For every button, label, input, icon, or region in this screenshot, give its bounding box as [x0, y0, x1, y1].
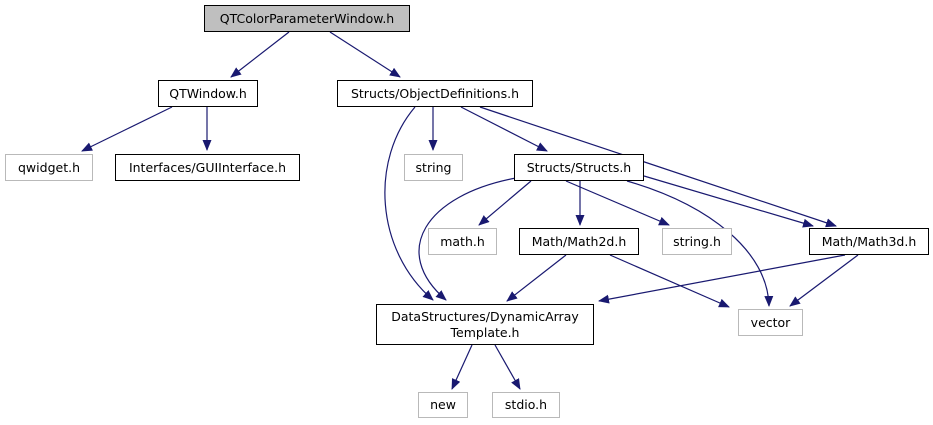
node-vector: vector — [738, 309, 803, 336]
node-new: new — [418, 392, 468, 418]
edge-dynamicarray-to-new — [451, 344, 473, 390]
node-stringh: string.h — [662, 228, 732, 255]
node-structs[interactable]: Structs/Structs.h — [514, 154, 644, 181]
edge-objectdefinitions-to-dynamicarray — [384, 106, 434, 301]
node-string: string — [404, 154, 463, 181]
node-stdioh: stdio.h — [492, 392, 560, 418]
node-dynamicarray[interactable]: DataStructures/DynamicArray Template.h — [376, 304, 594, 345]
edge-qtwindow-to-qwidget — [81, 106, 173, 152]
edge-qtcolorparameterwindow-to-qtwindow — [230, 31, 290, 78]
node-guiinterface[interactable]: Interfaces/GUIInterface.h — [115, 154, 300, 181]
node-math: math.h — [428, 228, 497, 255]
edge-math2d-to-vector — [609, 254, 730, 308]
edge-structs-to-stringh — [565, 180, 670, 226]
node-qwidget: qwidget.h — [5, 154, 93, 181]
edge-math3d-to-dynamicarray — [598, 254, 846, 304]
node-math2d[interactable]: Math/Math2d.h — [519, 228, 639, 255]
node-qtwindow[interactable]: QTWindow.h — [158, 80, 258, 107]
edge-structs-to-dynamicarray — [418, 177, 517, 301]
edge-objectdefinitions-to-math3d — [479, 106, 837, 228]
edge-dynamicarray-to-stdioh — [494, 344, 521, 390]
edge-math3d-to-vector — [789, 254, 859, 307]
edge-math2d-to-dynamicarray — [506, 254, 567, 302]
node-qtcolorparameterwindow: QTColorParameterWindow.h — [204, 5, 410, 32]
node-objectdefinitions[interactable]: Structs/ObjectDefinitions.h — [337, 80, 533, 107]
node-math3d[interactable]: Math/Math3d.h — [809, 228, 929, 255]
edge-structs-to-math3d — [643, 175, 814, 228]
edge-qtcolorparameterwindow-to-objectdefinitions — [329, 31, 401, 78]
edge-objectdefinitions-to-structs — [460, 106, 548, 152]
edge-structs-to-math — [478, 180, 532, 226]
